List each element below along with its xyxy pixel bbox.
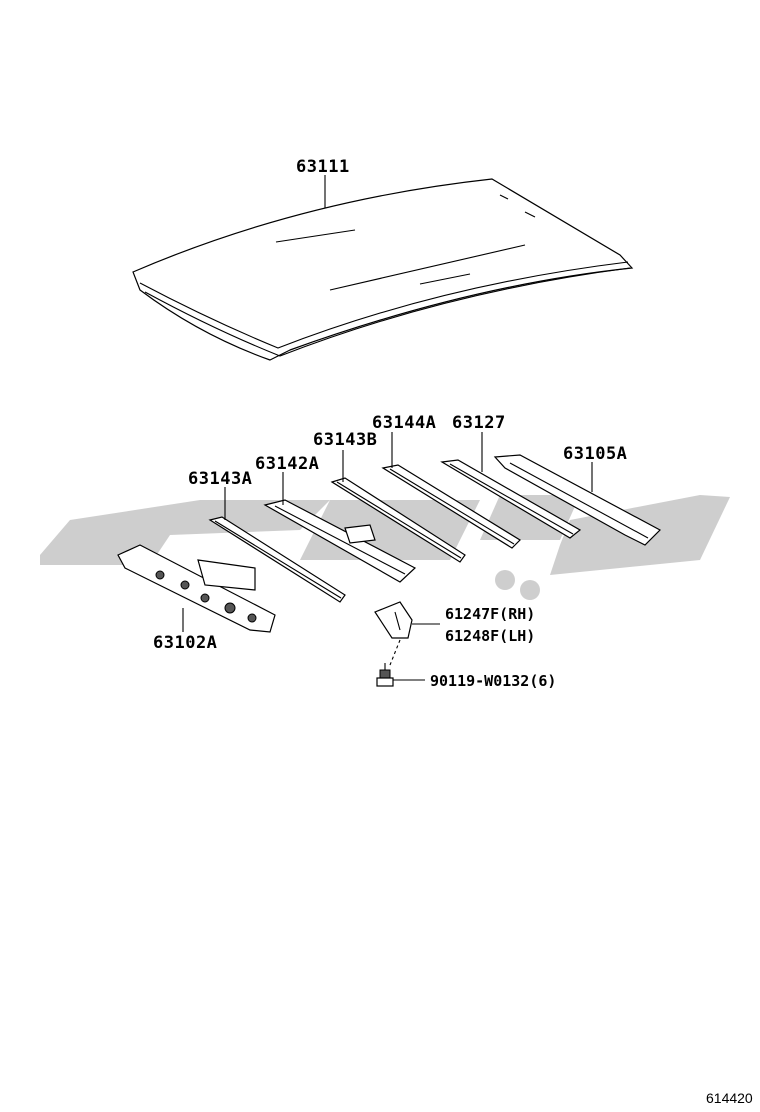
front-reinforcement (117, 544, 276, 633)
label-roof-panel: 63111 (296, 157, 350, 177)
roof-bow-63143b (330, 477, 466, 563)
roof-bow-63144a (381, 464, 521, 549)
label-bow-63127: 63127 (452, 413, 506, 433)
label-bolt: 90119-W0132(6) (430, 672, 556, 690)
label-bow-63142a: 63142A (255, 454, 319, 474)
label-bow-63143b: 63143B (313, 430, 377, 450)
diagram-ref-code: 614420 (706, 1090, 753, 1106)
roof-bracket (374, 601, 413, 639)
leader-lines (182, 175, 593, 632)
label-bracket-rh: 61247F(RH) (445, 605, 535, 623)
label-front-reinforcement: 63102A (153, 633, 217, 653)
bolt (376, 639, 425, 687)
label-bow-63143a: 63143A (188, 469, 252, 489)
label-rear-reinforcement: 63105A (563, 444, 627, 464)
roof-bow-63143a (208, 516, 346, 603)
label-bow-63144a: 63144A (372, 413, 436, 433)
roof-bow-63127 (440, 459, 582, 539)
roof-panel (132, 178, 634, 361)
roof-bow-63142a (263, 499, 417, 583)
label-bracket-lh: 61248F(LH) (445, 627, 535, 645)
rear-reinforcement (493, 454, 661, 546)
